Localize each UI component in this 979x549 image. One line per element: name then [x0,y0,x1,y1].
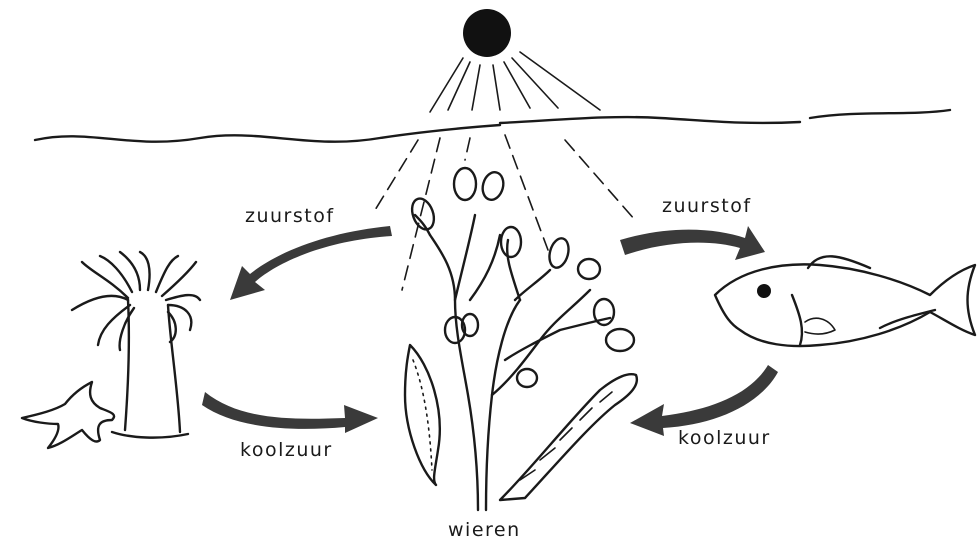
label-oxygen-left: zuurstof [245,205,335,227]
label-co2-left: koolzuur [240,439,333,461]
sun [463,9,511,57]
fish [715,256,975,346]
label-algae: wieren [448,519,521,541]
label-oxygen-right: zuurstof [662,195,752,217]
arrow-co2-from-fish [630,365,778,436]
water-surface [35,110,950,142]
algae-cluster [405,168,637,510]
sun-rays-above [430,52,600,112]
arrow-co2-from-anemone [202,392,378,433]
label-co2-right: koolzuur [678,427,771,449]
sea-anemone [72,252,200,438]
starfish [22,382,114,448]
fish-eye [757,284,771,298]
arrow-oxygen-to-fish [620,226,765,260]
arrow-oxygen-to-anemone [230,226,392,300]
